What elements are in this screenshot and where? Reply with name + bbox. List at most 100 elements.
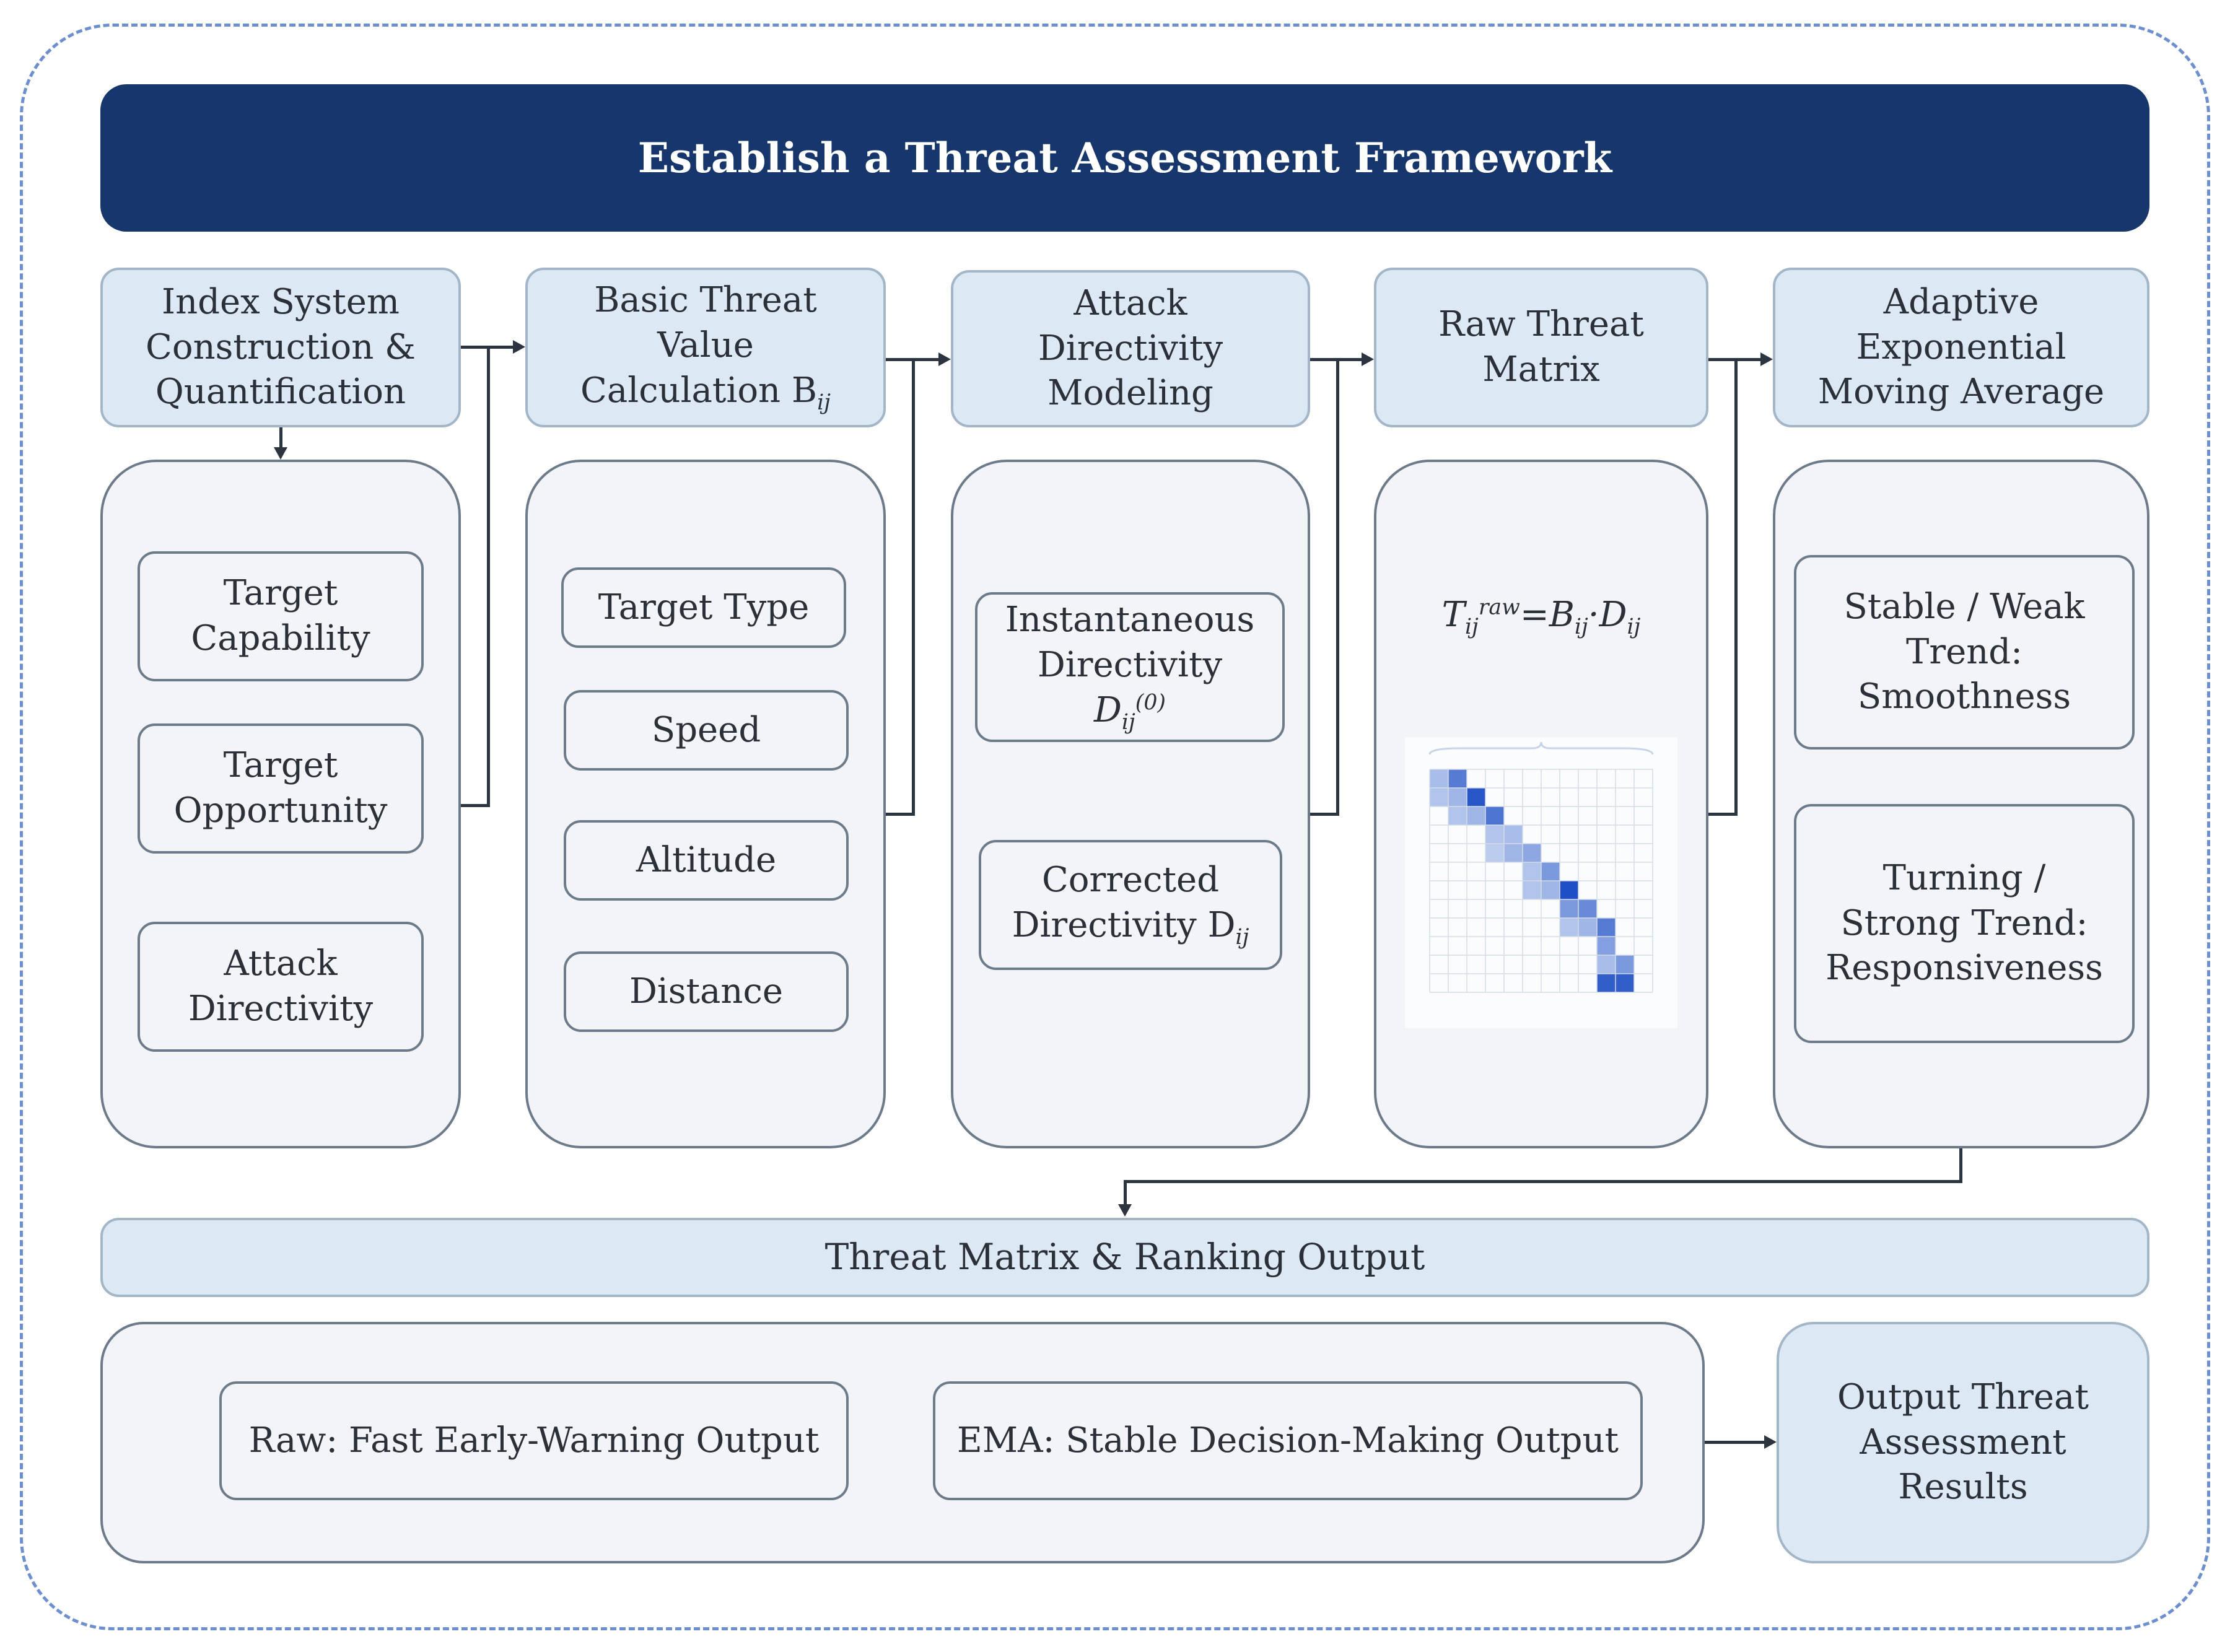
box-line: Output Threat (1837, 1376, 2089, 1417)
ranking-output-bar: Threat Matrix & Ranking Output (100, 1218, 2149, 1297)
box-corrected-directivity: Corrected Directivity Dij (979, 840, 1282, 970)
header-line: Matrix (1482, 349, 1600, 390)
framework-title-banner: Establish a Threat Assessment Framework (100, 84, 2149, 232)
box-line: Directivity (188, 989, 374, 1029)
matrix-cell (1485, 825, 1504, 844)
matrix-cell (1523, 881, 1541, 899)
matrix-cell (1430, 788, 1448, 806)
matrix-cell (1578, 899, 1597, 918)
connector (1124, 1180, 1127, 1207)
box-line: Opportunity (173, 790, 388, 831)
box-line: Target Type (598, 587, 810, 627)
arrow-head (938, 352, 951, 366)
box-line: Results (1898, 1467, 2028, 1508)
connector (1708, 358, 1760, 361)
header-line: Modeling (1047, 373, 1213, 414)
matrix-cell (1504, 825, 1523, 844)
matrix-cell (1616, 955, 1634, 974)
matrix-cells (1430, 769, 1634, 992)
matrix-cell (1560, 918, 1578, 937)
box-ema-output: EMA: Stable Decision-Making Output (933, 1381, 1643, 1500)
framework-title: Establish a Threat Assessment Framework (637, 134, 1612, 182)
header-attack-directivity: Attack Directivity Modeling (951, 270, 1310, 427)
box-raw-output: Raw: Fast Early-Warning Output (219, 1381, 849, 1500)
box-line: EMA: Stable Decision-Making Output (956, 1420, 1619, 1461)
box-turning-strong-trend: Turning / Strong Trend: Responsiveness (1794, 804, 2135, 1043)
subscript: ij (1627, 614, 1641, 640)
matrix-cell (1597, 918, 1616, 937)
box-stable-weak-trend: Stable / Weak Trend: Smoothness (1794, 555, 2135, 750)
box-line: Target (223, 745, 338, 786)
formula-d: D (1599, 595, 1627, 635)
box-target-type: Target Type (561, 567, 846, 648)
box-line: Stable / Weak (1843, 586, 2085, 627)
header-basic-threat: Basic Threat Value Calculation Bij (525, 268, 886, 427)
box-speed: Speed (564, 690, 849, 771)
matrix-cell (1523, 862, 1541, 881)
matrix-cell (1560, 881, 1578, 899)
matrix-cell (1485, 806, 1504, 825)
box-line: Responsiveness (1826, 948, 2103, 989)
connector (461, 346, 513, 349)
matrix-cell (1467, 806, 1485, 825)
header-line: Adaptive (1883, 281, 2039, 322)
box-line: Directivity D (1012, 905, 1236, 946)
matrix-cell (1541, 881, 1560, 899)
connector (886, 813, 914, 816)
subscript: ij (1464, 614, 1479, 640)
header-raw-threat-matrix: Raw Threat Matrix (1374, 268, 1708, 427)
box-line: Smoothness (1857, 676, 2071, 717)
matrix-cell (1523, 844, 1541, 862)
panel-attack-directivity (951, 460, 1310, 1148)
superscript: raw (1478, 595, 1520, 620)
arrow-head (1362, 352, 1374, 366)
box-line: Trend: (1905, 631, 2023, 672)
subscript: ij (1121, 709, 1135, 735)
subscript: ij (817, 390, 831, 415)
header-adaptive-ema: Adaptive Exponential Moving Average (1773, 268, 2149, 427)
matrix-grid (1429, 769, 1653, 993)
arrow-head (1118, 1204, 1132, 1217)
matrix-cell (1448, 806, 1467, 825)
box-line: Target (223, 573, 338, 614)
header-line: Quantification (155, 372, 406, 413)
header-line: Value (657, 325, 754, 365)
formula-dot: · (1588, 595, 1599, 635)
superscript: (0) (1135, 689, 1166, 715)
header-line: Attack (1073, 282, 1187, 323)
header-line: Directivity (1038, 328, 1223, 369)
box-line: Raw: Fast Early-Warning Output (248, 1420, 820, 1461)
box-altitude: Altitude (564, 820, 849, 901)
matrix-cell (1578, 918, 1597, 937)
header-line: Index System (161, 281, 400, 322)
box-line: Directivity (1037, 644, 1223, 685)
raw-threat-formula: Tijraw=Bij·Dij (1374, 595, 1708, 639)
box-line: Strong Trend: (1840, 902, 2088, 943)
box-line: Capability (191, 618, 370, 658)
formula-eq: = (1519, 595, 1549, 635)
connector (1310, 813, 1339, 816)
connector (912, 358, 915, 816)
box-line: Distance (629, 971, 783, 1012)
header-line: Basic Threat (594, 280, 817, 321)
connector (1310, 358, 1362, 361)
matrix-cell (1504, 844, 1523, 862)
connector (1734, 358, 1738, 816)
connector (1708, 813, 1737, 816)
box-line: Corrected (1041, 860, 1220, 901)
box-line: Instantaneous (1005, 600, 1255, 640)
threat-matrix-heatmap (1405, 737, 1677, 1028)
arrow-head (274, 447, 287, 460)
matrix-cell (1616, 974, 1634, 992)
box-line: Altitude (636, 839, 777, 880)
connector (1124, 1180, 1962, 1183)
matrix-cell (1448, 788, 1467, 806)
connector (487, 346, 490, 807)
box-final-results: Output Threat Assessment Results (1777, 1322, 2149, 1563)
box-line: Speed (651, 709, 761, 750)
matrix-cell (1597, 974, 1616, 992)
formula-b: B (1549, 595, 1575, 635)
arrow-head (1764, 1435, 1777, 1449)
